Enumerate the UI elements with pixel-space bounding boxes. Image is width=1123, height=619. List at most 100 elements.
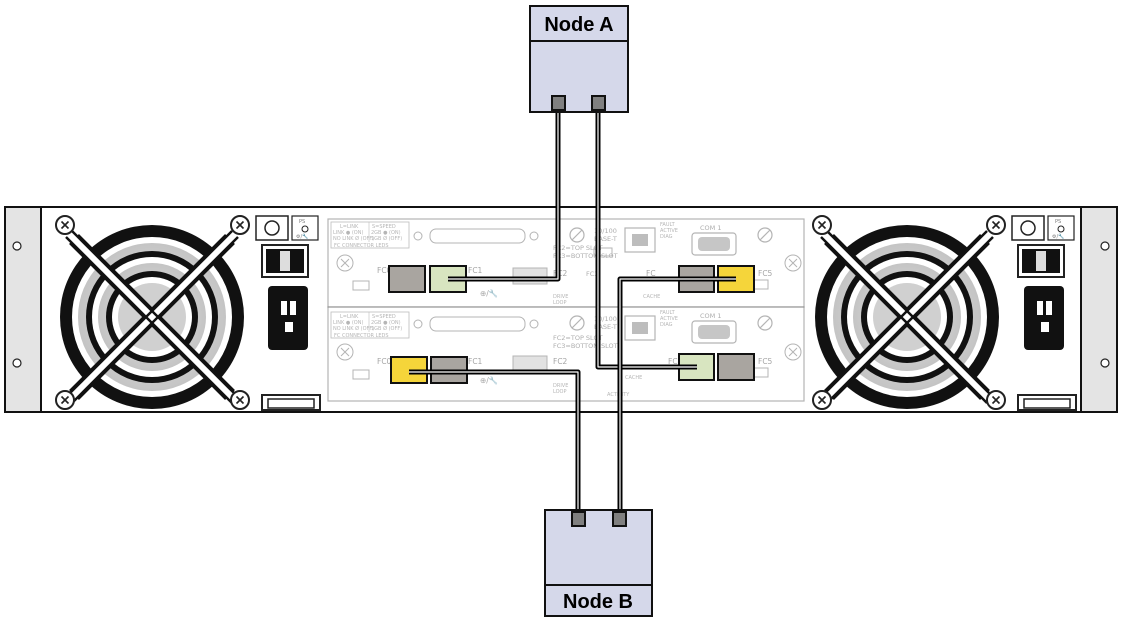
fan-icon (60, 225, 244, 409)
ethernet-port-icon (624, 227, 656, 253)
controller-top: L=LINK LINK ● (ON) NO LINK Ø (OFF) S=SPE… (327, 218, 805, 308)
rack-hole (12, 241, 22, 251)
svg-text:FC1: FC1 (468, 266, 483, 275)
svg-text:FC0: FC0 (377, 357, 392, 366)
node-a: Node A (529, 5, 629, 113)
left-rack-ear (4, 206, 42, 413)
svg-text:CACHE: CACHE (625, 375, 642, 381)
svg-text:10/100: 10/100 (594, 315, 617, 323)
power-supply-right: PS ⚙/🔧 (800, 209, 1080, 410)
svg-text:FC3=BOTTOM SLOT: FC3=BOTTOM SLOT (553, 342, 618, 350)
svg-text:FC2: FC2 (553, 357, 568, 366)
rack-hole (12, 358, 22, 368)
svg-text:FC1: FC1 (468, 357, 483, 366)
power-inlet-icon (1024, 286, 1064, 350)
svg-text:FC: FC (668, 357, 678, 366)
node-a-port-1 (551, 95, 566, 111)
svg-text:⊕/🔧: ⊕/🔧 (480, 288, 498, 298)
svg-text:COM 1: COM 1 (700, 312, 721, 320)
port-top-fc0 (388, 265, 426, 293)
svg-text:⊕/🔧: ⊕/🔧 (480, 375, 498, 385)
svg-text:1GB Ø (OFF): 1GB Ø (OFF) (371, 325, 402, 332)
rack-hole (1100, 241, 1110, 251)
screw-icon (336, 343, 354, 361)
screw-icon (784, 343, 802, 361)
svg-text:ACTIVE: ACTIVE (660, 228, 678, 234)
screw-icon (986, 390, 1006, 410)
screw-icon (784, 254, 802, 272)
screw-icon (55, 390, 75, 410)
cable-node-a-to-top-fc1 (448, 102, 561, 282)
ps-badge-label: PS (299, 219, 305, 225)
svg-text:2GB ● (ON): 2GB ● (ON) (371, 230, 401, 236)
svg-text:BASE-T: BASE-T (594, 323, 617, 331)
svg-text:LINK ● (ON): LINK ● (ON) (333, 230, 363, 236)
ps-status-led-icon (264, 220, 280, 236)
node-b-label: Node B (563, 591, 633, 613)
fan-icon (815, 225, 999, 409)
cables (409, 102, 736, 518)
svg-text:10/100: 10/100 (594, 227, 617, 235)
cable-node-a-to-bottom-fc4 (595, 102, 697, 370)
node-a-port-2 (591, 95, 606, 111)
screw-icon (230, 215, 250, 235)
cable-node-b-to-bottom-fc0 (409, 369, 581, 518)
svg-text:FC CONNECTOR LEDS: FC CONNECTOR LEDS (334, 333, 389, 339)
node-b: Node B (544, 509, 653, 617)
node-a-label: Node A (544, 14, 613, 36)
svg-text:2GB ● (ON): 2GB ● (ON) (371, 320, 401, 326)
svg-text:NO LINK Ø (OFF): NO LINK Ø (OFF) (333, 235, 374, 242)
screw-icon (986, 215, 1006, 235)
svg-text:⚙/🔧: ⚙/🔧 (1052, 233, 1064, 240)
screw-icon (336, 254, 354, 272)
svg-text:LOOP: LOOP (553, 389, 567, 395)
fc-leds-legend (330, 221, 410, 249)
svg-text:ACTIVE: ACTIVE (660, 316, 678, 322)
power-inlet-icon (268, 286, 308, 350)
svg-text:FC5: FC5 (758, 269, 773, 278)
screw-icon (812, 215, 832, 235)
screw-icon (55, 215, 75, 235)
cable-node-b-to-top-fc5 (617, 276, 736, 518)
svg-text:CACHE: CACHE (643, 294, 660, 300)
ethernet-port-icon (624, 315, 656, 341)
screw-icon (230, 390, 250, 410)
svg-text:FAULT: FAULT (660, 310, 676, 316)
svg-text:FC3=BOTTOM SLOT: FC3=BOTTOM SLOT (553, 252, 618, 260)
node-b-box (544, 509, 653, 617)
svg-text:FAULT: FAULT (660, 222, 676, 228)
svg-text:DRIVE: DRIVE (553, 294, 568, 300)
svg-text:BASE-T: BASE-T (594, 235, 617, 243)
screw-icon (812, 390, 832, 410)
ps-badge-label: PS (1055, 219, 1061, 225)
svg-text:LOOP: LOOP (553, 300, 567, 306)
rack-hole (1100, 358, 1110, 368)
node-b-port-1 (571, 511, 586, 527)
svg-text:1GB Ø (OFF): 1GB Ø (OFF) (371, 235, 402, 242)
svg-text:L=LINK: L=LINK (340, 224, 359, 230)
right-rack-ear (1080, 206, 1118, 413)
port-bottom-fc5 (717, 353, 755, 381)
power-supply-left: PS ⚙/🔧 (43, 209, 323, 410)
svg-text:S=SPEED: S=SPEED (372, 224, 396, 230)
com-port-icon (691, 320, 737, 344)
svg-text:FC2=TOP SLOT: FC2=TOP SLOT (553, 334, 603, 342)
svg-text:FC: FC (646, 269, 656, 278)
svg-text:⚙/🔧: ⚙/🔧 (296, 233, 308, 240)
fc-leds-legend (330, 311, 410, 339)
svg-text:FC2=TOP SLOT: FC2=TOP SLOT (553, 244, 603, 252)
svg-text:FC5: FC5 (758, 357, 773, 366)
com-port-icon (691, 232, 737, 256)
node-a-box (529, 5, 629, 113)
svg-text:FC0: FC0 (377, 266, 392, 275)
svg-text:LINK ● (ON): LINK ● (ON) (333, 320, 363, 326)
svg-text:DIAG: DIAG (660, 322, 673, 328)
port-fc2 (512, 267, 548, 285)
svg-text:COM 1: COM 1 (700, 224, 721, 232)
svg-text:S=SPEED: S=SPEED (372, 314, 396, 320)
node-b-port-2 (612, 511, 627, 527)
ps-status-led-icon (1020, 220, 1036, 236)
svg-text:FC3: FC3 (586, 270, 598, 278)
svg-text:DIAG: DIAG (660, 234, 673, 240)
